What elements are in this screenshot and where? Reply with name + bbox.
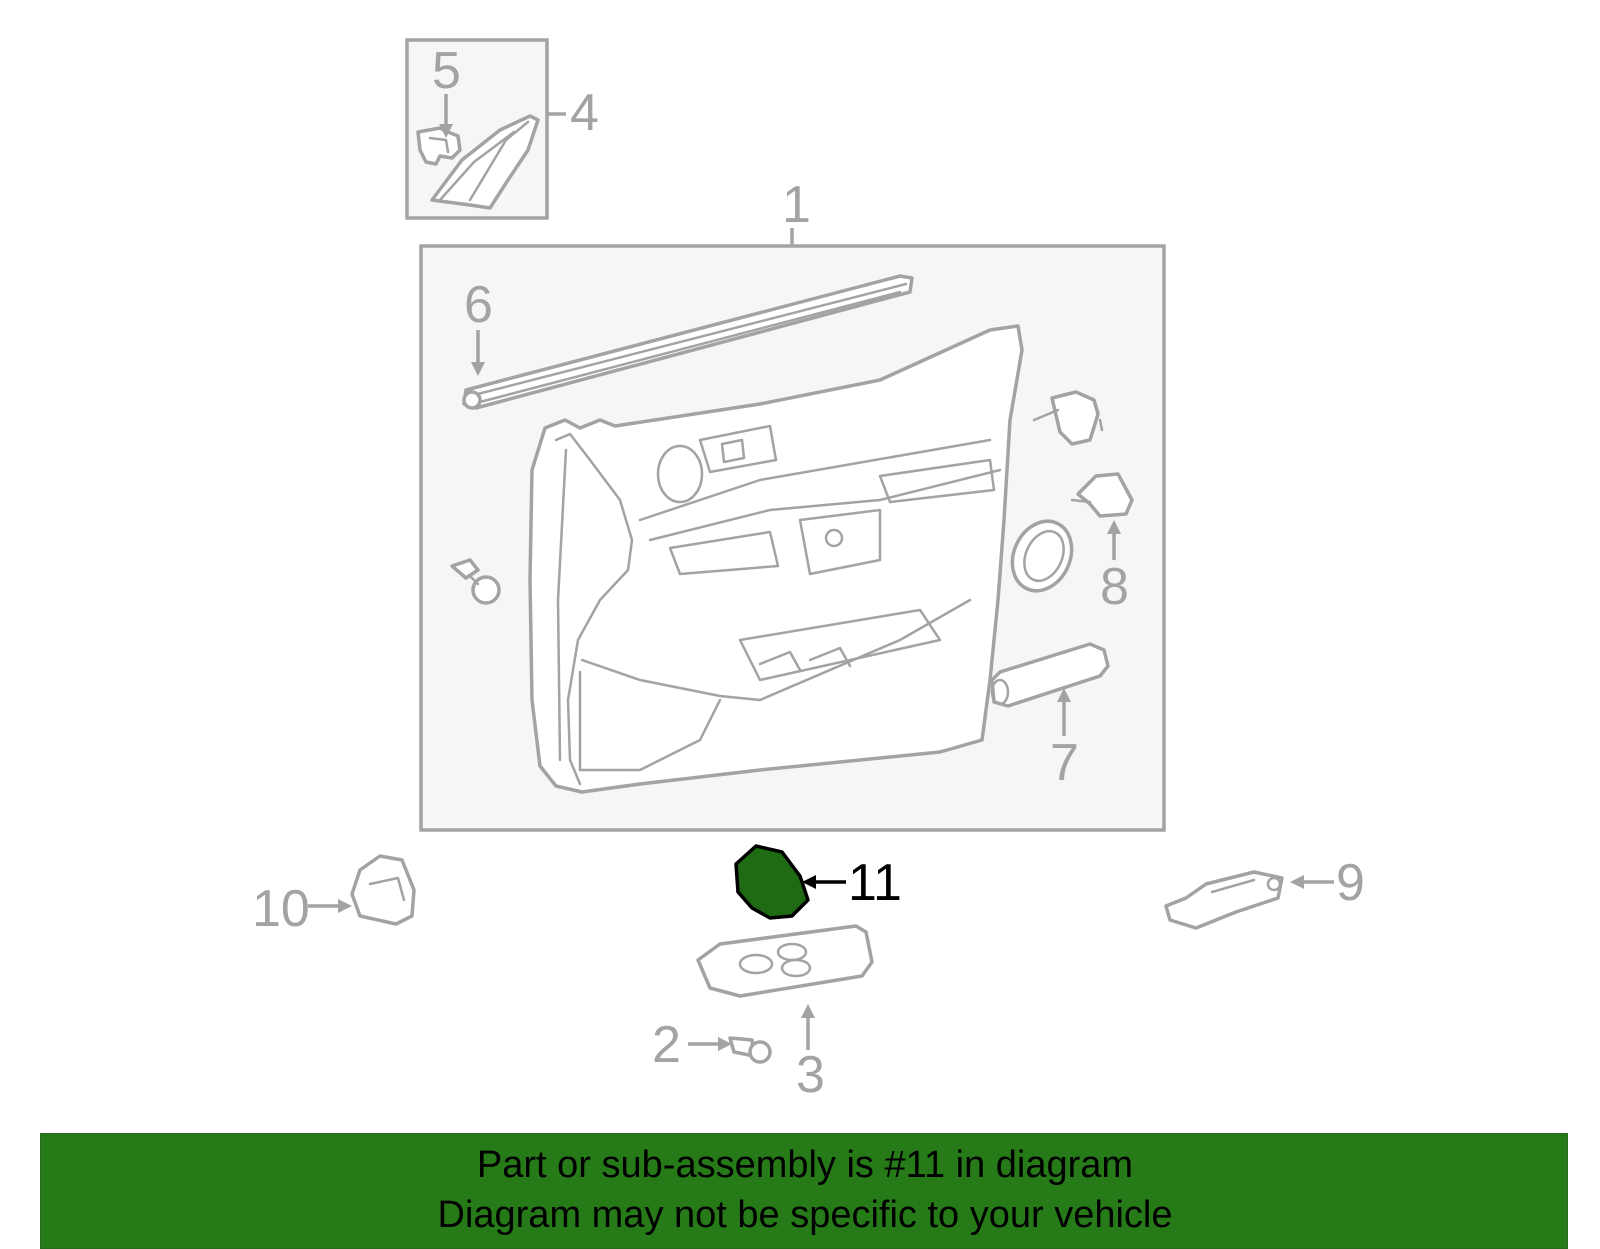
- part-inner-handle-bezel: [1032, 390, 1104, 446]
- arrow-8: [1107, 520, 1121, 534]
- callout-11: 11: [848, 854, 902, 912]
- footer-line-part-number: Part or sub-assembly is #11 in diagram: [476, 1144, 1134, 1186]
- callout-5: 5: [432, 42, 461, 100]
- callout-8: 8: [1100, 558, 1129, 616]
- callout-9: 9: [1336, 854, 1365, 912]
- arrow-10: [338, 899, 352, 913]
- footer-line-disclaimer: Diagram may not be specific to your vehi…: [437, 1194, 1173, 1236]
- part-mirror-cover: [430, 114, 540, 210]
- arrow-6: [471, 362, 485, 376]
- part-2-screw: [728, 1036, 772, 1064]
- part-8: [1070, 472, 1134, 518]
- callout-10: 10: [252, 880, 310, 938]
- part-11-highlighted: [734, 844, 810, 920]
- arrow-7: [1057, 688, 1071, 702]
- part-belt-weatherstrip: [462, 274, 914, 410]
- callout-7: 7: [1050, 734, 1079, 792]
- part-clip-5: [416, 126, 462, 166]
- arrow-3: [801, 1004, 815, 1018]
- footer-banner-bg: [40, 1133, 1568, 1249]
- part-speaker-grille: [1010, 519, 1074, 593]
- callout-4: 4: [570, 84, 599, 142]
- part-3-switch-bezel: [696, 924, 874, 998]
- callout-6: 6: [464, 276, 493, 334]
- callout-1: 1: [782, 176, 811, 234]
- part-armrest: [990, 642, 1110, 708]
- arrow-11: [802, 875, 816, 889]
- part-door-trim-panel: [528, 324, 1024, 794]
- callout-3: 3: [796, 1046, 825, 1104]
- part-trim-clip: [450, 558, 501, 605]
- callout-2: 2: [652, 1016, 681, 1074]
- part-9-outer-handle: [1164, 870, 1284, 930]
- footer-banner: Part or sub-assembly is #11 in diagram D…: [40, 1133, 1568, 1249]
- arrow-9: [1290, 875, 1304, 889]
- arrow-5: [439, 124, 453, 138]
- part-10-switch: [350, 854, 416, 926]
- arrow-2: [718, 1037, 732, 1051]
